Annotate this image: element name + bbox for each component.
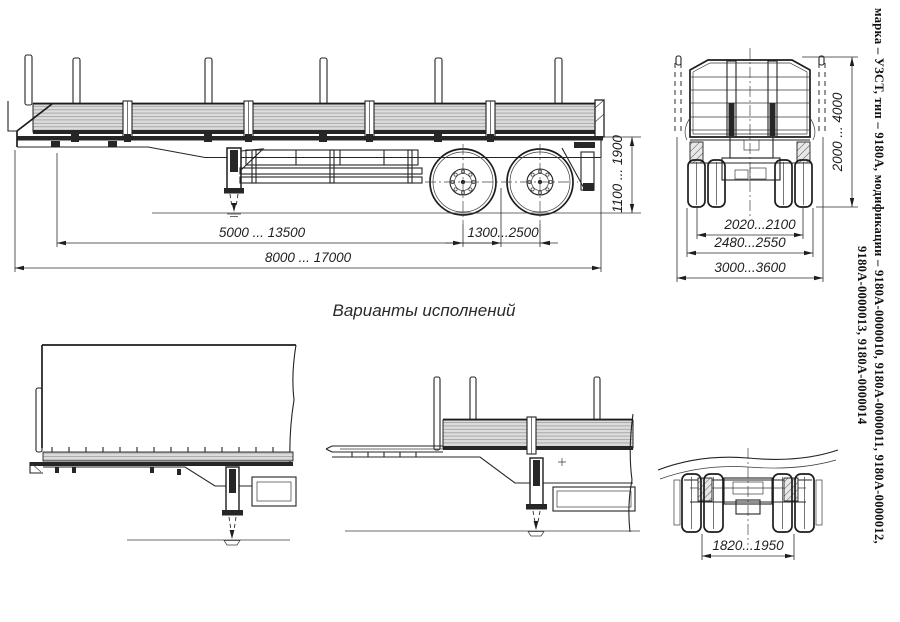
- dim-variant-track: 1820...1950: [712, 538, 784, 553]
- wheels-variant-rear: [681, 473, 815, 533]
- variant-platform-view: [325, 376, 640, 537]
- variant-highside-view: [29, 344, 297, 546]
- main-rear-view-dimensions: 2020...2100 2480...2550 3000...3600 2000…: [676, 56, 858, 282]
- dim-width-over-tyres: 2480...2550: [713, 235, 786, 250]
- dim-loading-height: 1100 ... 1900: [610, 135, 625, 213]
- main-side-view-dimensions: 5000 ... 13500 1300...2500 8000 ... 1700…: [14, 135, 641, 272]
- wheels-side: [425, 144, 578, 224]
- variant-chassis-rear-view: 1820...1950: [657, 448, 839, 560]
- main-side-view: [7, 54, 605, 224]
- wheels-rear: [687, 159, 813, 208]
- landing-gear: [224, 147, 265, 217]
- dim-overall-width: 3000...3600: [714, 260, 786, 275]
- dim-bogie-spread: 1300...2500: [467, 225, 539, 240]
- dim-overall-height: 2000 ... 4000: [830, 92, 845, 172]
- side-note-line-2: 9180А-0000013, 9180А-0000014: [855, 246, 869, 425]
- side-note-line-1: марка – УЗСТ, тип – 9180А, модификации –…: [872, 8, 886, 544]
- main-rear-view: [674, 48, 826, 216]
- variants-title: Варианты исполнений: [333, 301, 517, 320]
- dim-rear-track: 2020...2100: [723, 217, 796, 232]
- dim-kingpin-to-bogie: 5000 ... 13500: [219, 225, 306, 240]
- dim-overall-length: 8000 ... 17000: [265, 250, 352, 265]
